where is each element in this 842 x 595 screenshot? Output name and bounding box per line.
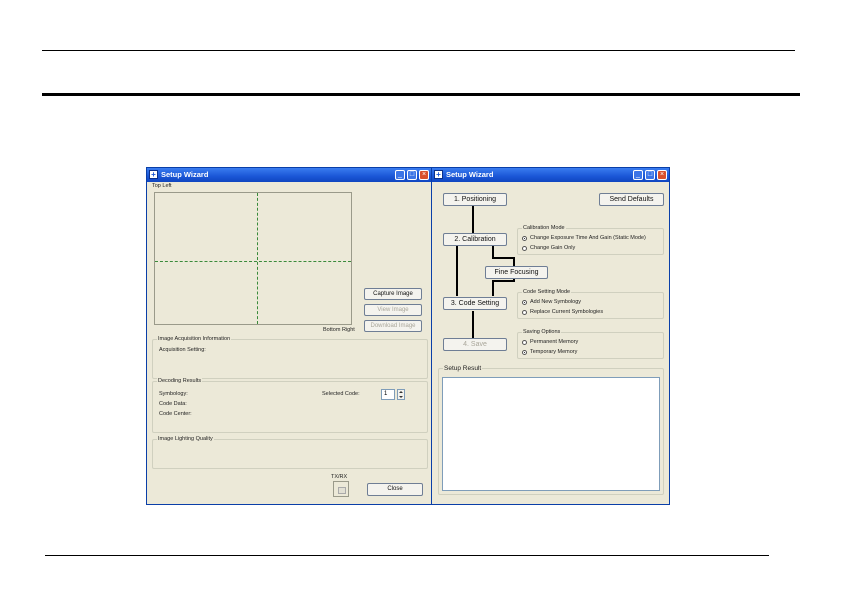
txrx-indicator [333, 481, 349, 497]
header-thin-rule [42, 50, 795, 51]
spin-up-icon[interactable] [399, 391, 403, 393]
title-bar[interactable]: + Setup Wizard _ □ × [147, 168, 431, 182]
header-thick-rule [42, 93, 800, 96]
footer-rule [45, 555, 769, 556]
code-setting-mode-group: Code Setting Mode Add New Symbology Repl… [517, 289, 664, 319]
calibration-mode-radio-exposure-gain[interactable] [522, 236, 527, 241]
selected-code-field[interactable]: 1 [381, 389, 395, 400]
txrx-light [338, 487, 346, 494]
radio-label: Temporary Memory [530, 349, 578, 355]
maximize-icon[interactable]: □ [645, 170, 655, 180]
selected-code-label: Selected Code: [322, 391, 360, 397]
calibration-mode-group: Calibration Mode Change Exposure Time An… [517, 225, 664, 255]
maximize-icon[interactable]: □ [407, 170, 417, 180]
group-legend: Image Lighting Quality [157, 436, 214, 443]
code-setting-radio-replace[interactable] [522, 310, 527, 315]
radio-label: Change Exposure Time And Gain (Static Mo… [530, 235, 646, 241]
group-legend: Code Setting Mode [522, 289, 572, 296]
radio-label: Change Gain Only [530, 245, 576, 251]
app-icon: + [434, 170, 443, 179]
code-setting-radio-add-new[interactable] [522, 300, 527, 305]
send-defaults-button[interactable]: Send Defaults [599, 193, 664, 206]
code-data-label: Code Data: [159, 401, 187, 407]
radio-label: Add New Symbology [530, 299, 582, 305]
connector-line [492, 246, 494, 258]
saving-radio-temporary[interactable] [522, 350, 527, 355]
saving-radio-permanent[interactable] [522, 340, 527, 345]
spin-down-icon[interactable] [399, 396, 403, 398]
window-title: Setup Wizard [446, 170, 494, 179]
connector-line [492, 280, 515, 282]
connector-line [492, 257, 514, 259]
capture-image-button[interactable]: Capture Image [364, 288, 422, 300]
top-left-label: Top Left [152, 183, 172, 189]
connector-line [472, 205, 474, 233]
code-center-label: Code Center: [159, 411, 192, 417]
selected-code-spinner[interactable] [397, 389, 405, 400]
close-icon[interactable]: × [419, 170, 429, 180]
radio-label: Permanent Memory [530, 339, 579, 345]
symbology-label: Symbology: [159, 391, 188, 397]
radio-label: Replace Current Symbologies [530, 309, 604, 315]
connector-line [472, 311, 474, 338]
decoding-results-group: Decoding Results Symbology: Code Data: C… [152, 378, 428, 433]
bottom-right-label: Bottom Right [323, 327, 355, 333]
app-icon: + [149, 170, 158, 179]
saving-options-group: Saving Options Permanent Memory Temporar… [517, 329, 664, 359]
group-legend: Setup Result [443, 365, 483, 372]
image-lighting-quality-group: Image Lighting Quality [152, 436, 428, 469]
selected-code-value: 1 [384, 391, 388, 397]
connector-line [492, 280, 494, 296]
calibration-mode-radio-gain-only[interactable] [522, 246, 527, 251]
setup-result-textarea[interactable] [442, 377, 660, 491]
group-legend: Saving Options [522, 329, 562, 336]
connector-line [456, 246, 458, 296]
close-button[interactable]: Close [367, 483, 423, 496]
crosshair-horizontal [155, 261, 351, 262]
setup-wizard-window-left: + Setup Wizard _ □ × Top Left Bottom Rig… [146, 167, 432, 505]
minimize-icon[interactable]: _ [633, 170, 643, 180]
fine-focusing-button[interactable]: Fine Focusing [485, 266, 548, 279]
code-setting-step-button[interactable]: 3. Code Setting [443, 297, 507, 310]
image-acquisition-group: Image Acquisition Information Acquisitio… [152, 336, 428, 379]
view-image-button[interactable]: View Image [364, 304, 422, 316]
crosshair-vertical [257, 193, 258, 324]
save-step-button[interactable]: 4. Save [443, 338, 507, 351]
txrx-label: TX/RX [331, 474, 348, 480]
positioning-step-button[interactable]: 1. Positioning [443, 193, 507, 206]
title-bar[interactable]: + Setup Wizard _ □ × [432, 168, 669, 182]
group-legend: Decoding Results [157, 378, 203, 385]
setup-result-group: Setup Result [438, 365, 664, 495]
group-legend: Calibration Mode [522, 225, 566, 232]
download-image-button[interactable]: Download Image [364, 320, 422, 332]
window-title: Setup Wizard [161, 170, 209, 179]
minimize-icon[interactable]: _ [395, 170, 405, 180]
setup-wizard-window-right: + Setup Wizard _ □ × 1. Positioning Send… [431, 167, 670, 505]
group-legend: Image Acquisition Information [157, 336, 232, 343]
image-preview-area[interactable] [154, 192, 352, 325]
calibration-step-button[interactable]: 2. Calibration [443, 233, 507, 246]
close-icon[interactable]: × [657, 170, 667, 180]
acquisition-setting-label: Acquisition Setting: [159, 347, 206, 353]
